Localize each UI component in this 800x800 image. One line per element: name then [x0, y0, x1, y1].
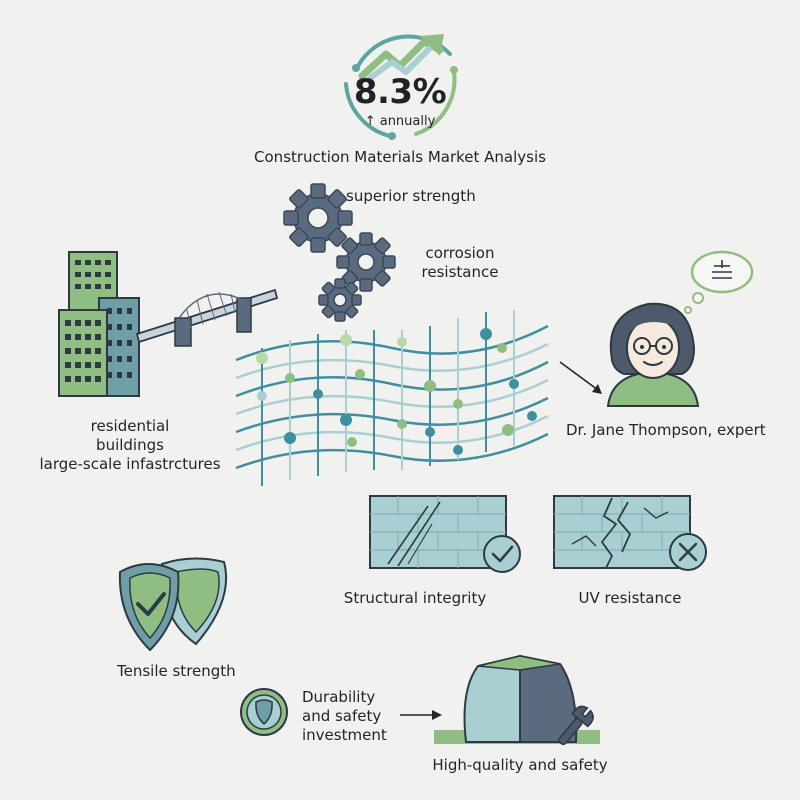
structural-integrity-label: Structural integrity	[343, 589, 487, 607]
growth-badge: 8.3% ↑ annually	[330, 14, 470, 149]
growth-value: 8.3%	[353, 72, 447, 112]
badge-shield-icon	[240, 688, 288, 736]
structural-integrity-panel	[369, 495, 521, 573]
corrosion-label-line1: corrosion	[425, 244, 495, 262]
page-title: Construction Materials Market Analysis	[254, 148, 546, 166]
tensile-strength-label: Tensile strength	[117, 662, 236, 680]
applications-line1: residential	[90, 417, 170, 435]
structure-illustration	[434, 654, 600, 746]
applications-line3: large-scale infastrctures	[39, 455, 221, 473]
arrow-to-expert-icon	[559, 361, 602, 394]
expert-avatar	[606, 302, 700, 407]
applications-line2: buildings	[96, 436, 164, 454]
corrosion-label: corrosion resistance	[405, 244, 515, 282]
investment-line2: and safety	[302, 707, 382, 725]
shield-icon	[118, 557, 228, 652]
corrosion-label-line2: resistance	[421, 263, 499, 281]
gears-icon	[283, 183, 396, 322]
material-mesh-illustration	[235, 310, 549, 486]
buildings-icon	[58, 251, 140, 397]
bridge-icon	[135, 288, 279, 347]
expert-name: Dr. Jane Thompson, expert	[566, 421, 766, 439]
applications-label: residential buildings large-scale infast…	[30, 417, 230, 474]
investment-label: Durability and safety investment	[302, 688, 387, 745]
high-quality-label: High-quality and safety	[432, 756, 608, 774]
uv-resistance-label: UV resistance	[578, 589, 682, 607]
growth-subtitle: ↑ annually	[364, 114, 436, 129]
investment-line1: Durability	[302, 688, 376, 706]
arrow-to-structure-icon	[400, 710, 442, 720]
uv-resistance-panel	[553, 495, 707, 571]
thought-bubble-icon	[684, 250, 754, 314]
trend-arrow-icon	[358, 34, 444, 81]
strength-label: superior strength	[346, 187, 476, 205]
investment-line3: investment	[302, 726, 387, 744]
